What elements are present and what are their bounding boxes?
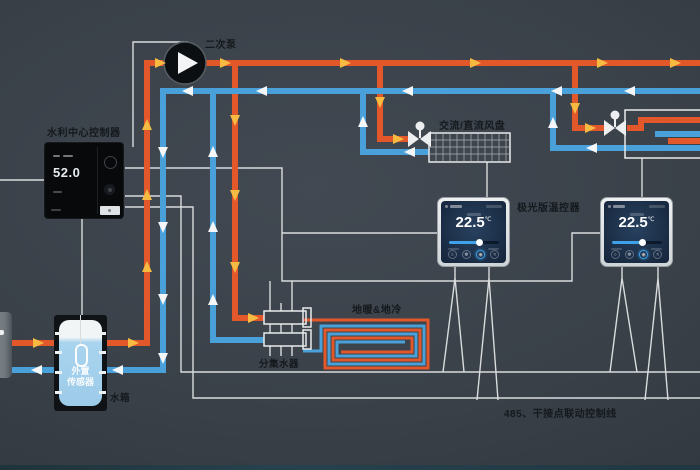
fan-icon[interactable]: ≈ — [490, 250, 500, 259]
floor-heating-label: 地暖&地冷 — [352, 305, 402, 316]
water-tank: 外置传感器 — [54, 315, 107, 411]
external-sensor-label: 外置传感器 — [66, 366, 94, 388]
floor-coil-cold-spiral — [303, 324, 426, 366]
hydraulic-controller-device: 52.0 — [45, 143, 123, 218]
control-wires — [0, 41, 700, 401]
thermostat-label: 极光版温控器 — [517, 203, 580, 214]
thermostat-1-temp-slider[interactable] — [449, 239, 499, 246]
heat-pump-unit — [0, 312, 12, 378]
flow-arrows — [31, 58, 681, 375]
bottom-edge-strip — [0, 465, 700, 470]
control-bus-label: 485、干接点联动控制线 — [504, 409, 617, 420]
manifold-label: 分集水器 — [259, 359, 300, 370]
pump-icon — [163, 41, 207, 85]
sensor-capsule-icon — [75, 344, 88, 367]
thermostat-1-temperature: 22.5℃ — [455, 214, 492, 231]
hot-water-pipes — [10, 60, 700, 370]
mode-icon[interactable]: ◉ — [476, 250, 486, 259]
fan-coil-unit — [428, 132, 511, 163]
thermostat-2-temperature: 22.5℃ — [618, 214, 655, 231]
mode-icon[interactable]: ◉ — [639, 250, 649, 259]
thermostat-1-screen[interactable]: 22.5℃ ○ ❄ ◉ ≈ — [441, 201, 506, 263]
hydraulic-controller-label: 水利中心控制器 — [47, 128, 121, 139]
valve-icon-radiant-coil — [604, 110, 626, 136]
thermostat-2-screen[interactable]: 22.5℃ ○ ❄ ◉ ≈ — [604, 201, 669, 263]
controller-dial-button[interactable] — [104, 156, 117, 169]
power-icon[interactable]: ○ — [447, 250, 457, 259]
fan-icon[interactable]: ≈ — [653, 250, 663, 259]
heat-pump-handle — [0, 330, 4, 335]
controller-card-slot — [100, 206, 120, 215]
water-tank-label: 水箱 — [110, 393, 131, 404]
fan-coil-label: 交流/直流风盘 — [439, 121, 506, 132]
power-icon[interactable]: ○ — [610, 250, 620, 259]
pump-play-icon — [178, 52, 198, 74]
thermostat-1[interactable]: 22.5℃ ○ ❄ ◉ ≈ — [437, 197, 510, 267]
floor-coil-hot-spiral — [303, 318, 430, 370]
thermostat-2[interactable]: 22.5℃ ○ ❄ ◉ ≈ — [600, 197, 673, 267]
cool-mode-icon[interactable]: ❄ — [461, 250, 471, 259]
secondary-pump-label: 二次泵 — [205, 40, 237, 51]
controller-power-button[interactable] — [104, 184, 115, 195]
thermostat-2-temp-slider[interactable] — [612, 239, 662, 246]
cool-mode-icon[interactable]: ❄ — [624, 250, 634, 259]
valve-icon-fan-coil — [408, 121, 431, 147]
manifold-icon — [263, 307, 312, 350]
controller-display-value: 52.0 — [53, 165, 81, 180]
sensor-wire — [79, 315, 81, 345]
